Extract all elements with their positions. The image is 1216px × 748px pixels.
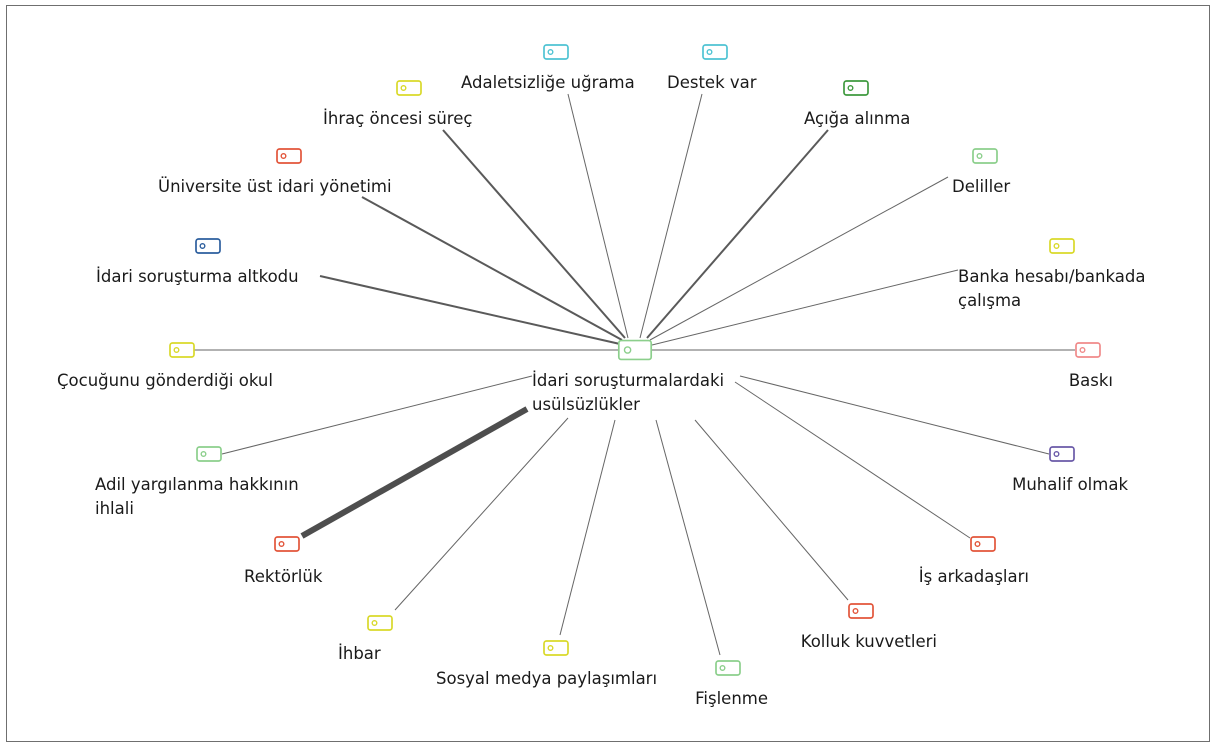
link-banka-hesabi (651, 269, 959, 346)
node-label-banka-hesabi: Banka hesabı/bankada çalışma (958, 267, 1145, 310)
link-adil-yargilanma (221, 375, 533, 455)
node-label-ihbar-line: İhbar (338, 644, 381, 663)
node-label-is-arkadaslari: İş arkadaşları (919, 567, 1029, 586)
node-label-cocugunu-gonderdigi-okul-line: Çocuğunu gönderdiği okul (57, 371, 273, 390)
node-label-is-arkadaslari-line: İş arkadaşları (919, 567, 1029, 586)
code-tag-icon[interactable] (274, 536, 300, 552)
code-tag-icon[interactable] (848, 603, 874, 619)
node-label-fislenme-line: Fişlenme (695, 689, 768, 708)
node-label-adaletsizlige-ugrama-line: Adaletsizliğe uğrama (461, 73, 635, 92)
link-universite-ust-idari-yonetimi (361, 196, 623, 341)
code-tag-icon[interactable] (543, 640, 569, 656)
node-label-universite-ust-idari-yonetimi-line: Üniversite üst idari yönetimi (158, 177, 392, 196)
link-deliller (649, 176, 949, 341)
code-tag-icon[interactable] (1049, 446, 1075, 462)
node-label-universite-ust-idari-yonetimi: Üniversite üst idari yönetimi (158, 177, 392, 196)
diagram-frame (6, 5, 1210, 742)
node-label-destek-var-line: Destek var (667, 73, 757, 92)
link-ihbar (394, 417, 569, 611)
node-label-banka-hesabi-line: çalışma (958, 291, 1021, 310)
node-label-deliller-line: Deliller (952, 177, 1010, 196)
node-label-fislenme: Fişlenme (695, 689, 768, 708)
node-label-destek-var: Destek var (667, 73, 757, 92)
code-tag-icon[interactable] (702, 44, 728, 60)
node-label-rektorluk-line: Rektörlük (244, 567, 323, 586)
links-layer (194, 93, 1075, 656)
node-label-muhalif-olmak: Muhalif olmak (1012, 475, 1128, 494)
code-tag-icon[interactable] (843, 80, 869, 96)
node-label-idari-sorusturma-altkodu: İdari soruşturma altkodu (96, 267, 299, 286)
node-label-idari-sorusturma-altkodu-line: İdari soruşturma altkodu (96, 267, 299, 286)
code-tag-icon[interactable] (972, 148, 998, 164)
node-label-adaletsizlige-ugrama: Adaletsizliğe uğrama (461, 73, 635, 92)
link-kolluk-kuvvetleri (694, 419, 849, 601)
node-label-rektorluk: Rektörlük (244, 567, 323, 586)
link-rektorluk (300, 406, 529, 539)
node-label-ihbar: İhbar (338, 644, 381, 663)
link-adaletsizlige-ugrama (567, 93, 629, 339)
node-label-sosyal-medya: Sosyal medya paylaşımları (436, 669, 657, 688)
node-label-muhalif-olmak-line: Muhalif olmak (1012, 475, 1128, 494)
node-label-banka-hesabi-line: Banka hesabı/bankada (958, 267, 1145, 286)
link-fislenme (655, 419, 721, 656)
node-label-cocugunu-gonderdigi-okul: Çocuğunu gönderdiği okul (57, 371, 273, 390)
link-muhalif-olmak (739, 375, 1050, 455)
link-idari-sorusturma-altkodu (319, 275, 621, 345)
code-tag-icon[interactable] (970, 536, 996, 552)
node-label-aciga-alinma: Açığa alınma (804, 109, 910, 128)
node-label-baski-line: Baskı (1069, 371, 1113, 390)
center-code-tag-icon[interactable] (617, 339, 653, 361)
code-tag-icon[interactable] (169, 342, 195, 358)
node-label-deliller: Deliller (952, 177, 1010, 196)
code-tag-icon[interactable] (396, 80, 422, 96)
link-ihrac-oncesi-surec (442, 129, 626, 339)
node-label-adil-yargilanma-line: Adil yargılanma hakkının (95, 475, 299, 494)
code-tag-icon[interactable] (1075, 342, 1101, 358)
node-label-ihrac-oncesi-surec-line: İhraç öncesi süreç (323, 109, 472, 128)
code-tag-icon[interactable] (195, 238, 221, 254)
node-label-adil-yargilanma-line: ihlali (95, 499, 134, 518)
node-label-sosyal-medya-line: Sosyal medya paylaşımları (436, 669, 657, 688)
node-label-adil-yargilanma: Adil yargılanma hakkının ihlali (95, 475, 299, 518)
node-label-baski: Baskı (1069, 371, 1113, 390)
code-tag-icon[interactable] (276, 148, 302, 164)
link-sosyal-medya (559, 419, 616, 636)
code-tag-icon[interactable] (367, 615, 393, 631)
link-is-arkadaslari (734, 381, 971, 539)
link-destek-var (639, 93, 703, 339)
code-tag-icon[interactable] (1049, 238, 1075, 254)
node-label-ihrac-oncesi-surec: İhraç öncesi süreç (323, 109, 472, 128)
center-node-label: İdari soruşturmalardaki usülsüzlükler (532, 371, 724, 414)
link-aciga-alinma (646, 129, 829, 339)
code-tag-icon[interactable] (715, 660, 741, 676)
code-tag-icon[interactable] (543, 44, 569, 60)
code-tag-icon[interactable] (196, 446, 222, 462)
node-label-kolluk-kuvvetleri-line: Kolluk kuvvetleri (801, 632, 937, 651)
node-label-kolluk-kuvvetleri: Kolluk kuvvetleri (801, 632, 937, 651)
center-node-label-line: İdari soruşturmalardaki (532, 371, 724, 390)
center-node-label-line: usülsüzlükler (532, 395, 640, 414)
node-label-aciga-alinma-line: Açığa alınma (804, 109, 910, 128)
